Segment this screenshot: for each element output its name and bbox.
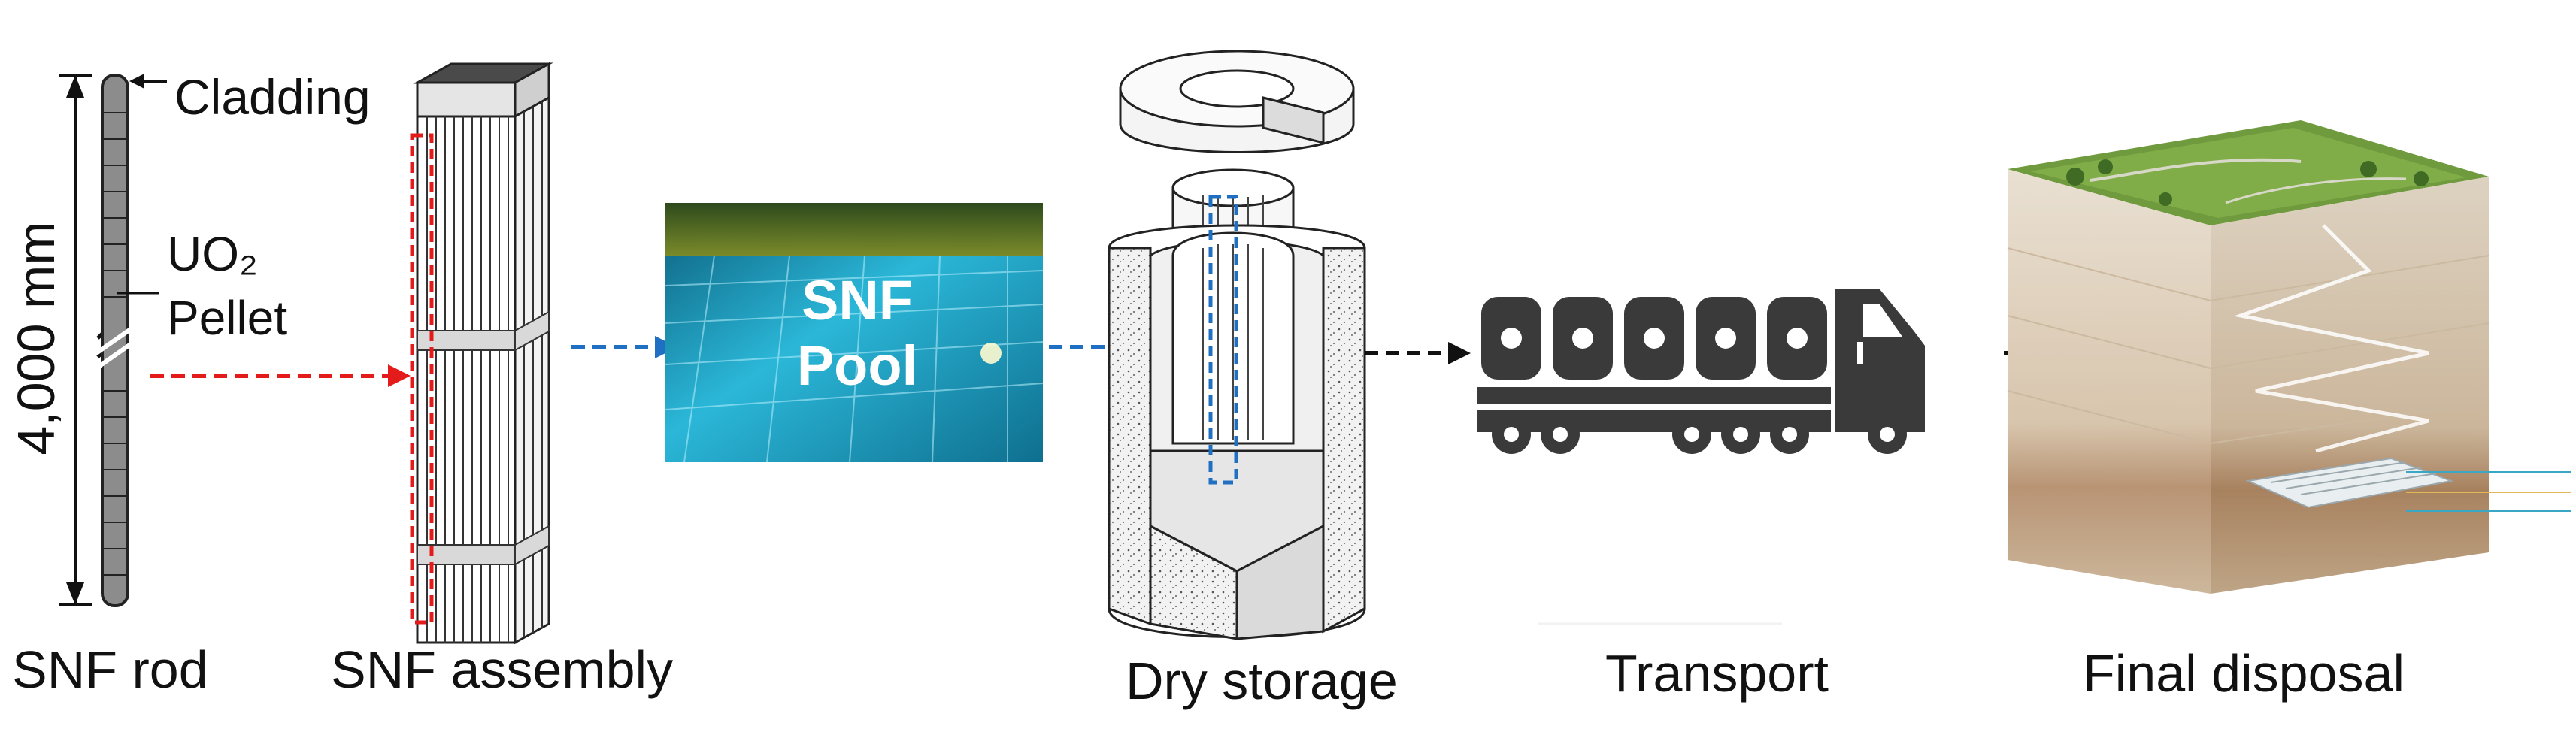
rod-length-label: 4,000 mm: [7, 221, 65, 455]
pool-label-line1: SNF: [802, 269, 913, 331]
pellet-label-line1: UO₂: [167, 227, 258, 281]
cladding-arrowhead: [129, 74, 144, 89]
rod-break: [95, 325, 135, 371]
assembly-spacer-grids: [417, 310, 550, 566]
rod-pellets: [104, 112, 126, 576]
disposal-side-face: [2211, 177, 2489, 594]
transport-truck: [1477, 289, 1925, 454]
dim-arrow-top: [66, 75, 84, 98]
snf-pool-group: SNF Pool: [665, 203, 1044, 463]
snf-assembly-group: SNF assembly: [331, 62, 673, 699]
dry-storage-caption: Dry storage: [1126, 652, 1398, 710]
dim-arrow-bottom: [66, 582, 84, 605]
pellet-label-line2: Pellet: [167, 291, 287, 345]
cask-highlighted-assembly: [1208, 195, 1238, 485]
transport-caption: Transport: [1605, 644, 1829, 703]
dry-storage-group: [1108, 50, 1366, 640]
final-disposal-block: [2007, 120, 2571, 594]
highlighted-rod: [410, 133, 434, 625]
pool-racks: [665, 255, 1044, 463]
disposal-front-face: [2008, 169, 2211, 594]
snf-assembly-caption: SNF assembly: [331, 640, 673, 699]
snf-rod-caption: SNF rod: [12, 640, 208, 699]
final-disposal-caption: Final disposal: [2083, 644, 2405, 703]
cladding-label: Cladding: [174, 69, 371, 125]
snf-rod-group: 4,000 mm Cladding UO₂ Pellet SNF rod: [7, 69, 371, 699]
disposal-access-ramp: [2233, 224, 2429, 453]
pool-label-line2: Pool: [797, 334, 917, 397]
